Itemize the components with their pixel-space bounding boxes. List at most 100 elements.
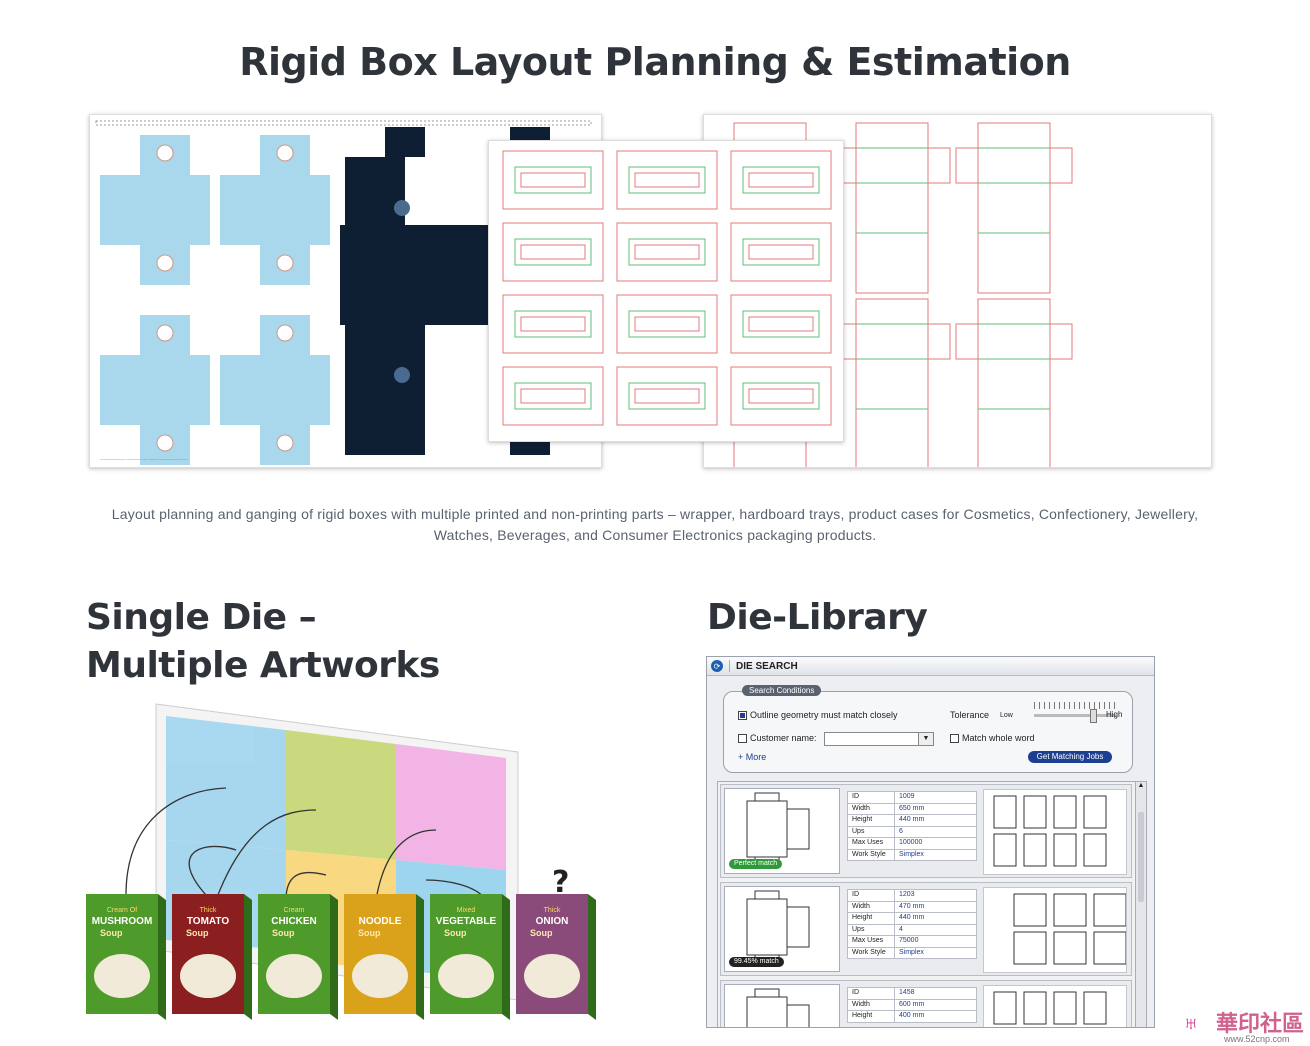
info-key: ID <box>847 987 895 1000</box>
soup-box-sub: Soup <box>530 928 553 938</box>
info-key: Ups <box>847 825 895 838</box>
match-word-checkbox[interactable] <box>950 734 959 744</box>
window-titlebar: ⟳ DIE SEARCH <box>707 657 1154 676</box>
soup-box-top: Thick <box>544 907 561 914</box>
soup-box-sub: Soup <box>358 928 381 938</box>
soup-box-name: VEGETABLE <box>436 916 497 927</box>
die-layout-preview <box>983 887 1127 973</box>
tolerance-low-label: Low <box>1000 712 1013 719</box>
svg-text:───────── ───── ── ─── ───────: ───────── ───── ── ─── ─────── ─── <box>99 457 188 462</box>
info-key: Work Style <box>847 848 895 861</box>
tray-layout-image <box>488 140 844 442</box>
heading-line-2: Multiple Artworks <box>86 645 440 686</box>
watermark-text: 華印社區 <box>1216 1011 1305 1037</box>
get-matching-jobs-button[interactable]: Get Matching Jobs <box>1028 751 1112 763</box>
window-title: DIE SEARCH <box>736 660 798 672</box>
info-key: Height <box>847 912 895 925</box>
soup-box-sub: Soup <box>272 928 295 938</box>
die-library-heading: Die-Library <box>707 597 928 638</box>
info-value: 440 mm <box>894 912 977 925</box>
tolerance-ticks <box>1034 702 1118 709</box>
info-value: 1458 <box>894 987 977 1000</box>
die-layout-preview <box>983 985 1127 1027</box>
customer-label: Customer name: <box>750 733 817 743</box>
scroll-thumb[interactable] <box>1138 812 1144 902</box>
info-key: Width <box>847 802 895 815</box>
search-conditions-panel: Search Conditions Outline geometry must … <box>723 685 1133 773</box>
info-key: Width <box>847 900 895 913</box>
single-die-heading: Single Die – Multiple Artworks <box>86 594 440 690</box>
info-key: Width <box>847 998 895 1011</box>
tolerance-high-label: High <box>1106 710 1123 719</box>
info-value: 1009 <box>894 791 977 804</box>
info-value: 100000 <box>894 837 977 850</box>
heading-line-1: Single Die – <box>86 597 317 638</box>
info-key: Ups <box>847 923 895 936</box>
soup-box-sub: Soup <box>444 928 467 938</box>
info-key: Max Uses <box>847 837 895 850</box>
match-whole-word-option[interactable]: Match whole word <box>950 733 1035 744</box>
results-scrollbar[interactable]: ▲ <box>1135 781 1147 1027</box>
outline-checkbox[interactable] <box>738 711 747 721</box>
divider <box>729 660 730 672</box>
info-value: 650 mm <box>894 802 977 815</box>
soup-box-name: MUSHROOM <box>92 916 153 927</box>
info-value: 1203 <box>894 889 977 902</box>
soup-box-sub: Soup <box>100 928 123 938</box>
question-mark: ? <box>552 865 569 900</box>
hero-caption: Layout planning and ganging of rigid box… <box>111 506 1199 543</box>
soup-box-top: Thick <box>200 907 217 914</box>
customer-checkbox[interactable] <box>738 734 747 744</box>
soup-box-top: Cream <box>283 907 304 914</box>
scroll-up-icon[interactable]: ▲ <box>1137 782 1145 789</box>
soup-box-name: TOMATO <box>187 916 229 927</box>
match-word-label: Match whole word <box>962 733 1035 743</box>
soup-box-top: Mixed <box>457 907 476 914</box>
info-key: Height <box>847 814 895 827</box>
info-value: Simplex <box>894 848 977 861</box>
outline-geometry-option[interactable]: Outline geometry must match closely <box>738 710 898 721</box>
die-thumbnail: Perfect match <box>724 788 840 874</box>
outline-label: Outline geometry must match closely <box>750 710 898 720</box>
info-value: 75000 <box>894 935 977 948</box>
customer-name-dropdown[interactable]: ▼ <box>824 732 934 746</box>
die-layout-preview <box>983 789 1127 875</box>
soup-box-name: ONION <box>536 916 569 927</box>
app-logo-icon: ⟳ <box>711 660 723 672</box>
soup-box-top: Cream Of <box>107 907 137 914</box>
info-key: ID <box>847 889 895 902</box>
tolerance-label: Tolerance <box>950 710 990 720</box>
die-thumbnail <box>724 984 840 1027</box>
page-title: Rigid Box Layout Planning & Estimation <box>239 40 1071 84</box>
info-value: 470 mm <box>894 900 977 913</box>
customer-name-option[interactable]: Customer name: <box>738 733 817 744</box>
chevron-down-icon: ▼ <box>918 733 933 745</box>
info-key: Height <box>847 1010 895 1023</box>
slider-thumb[interactable] <box>1090 709 1097 723</box>
tolerance-slider[interactable] <box>1034 709 1116 723</box>
match-badge: 99.45% match <box>729 957 784 967</box>
more-link[interactable]: + More <box>738 752 767 762</box>
info-value: Simplex <box>894 946 977 959</box>
info-value: 4 <box>894 923 977 936</box>
